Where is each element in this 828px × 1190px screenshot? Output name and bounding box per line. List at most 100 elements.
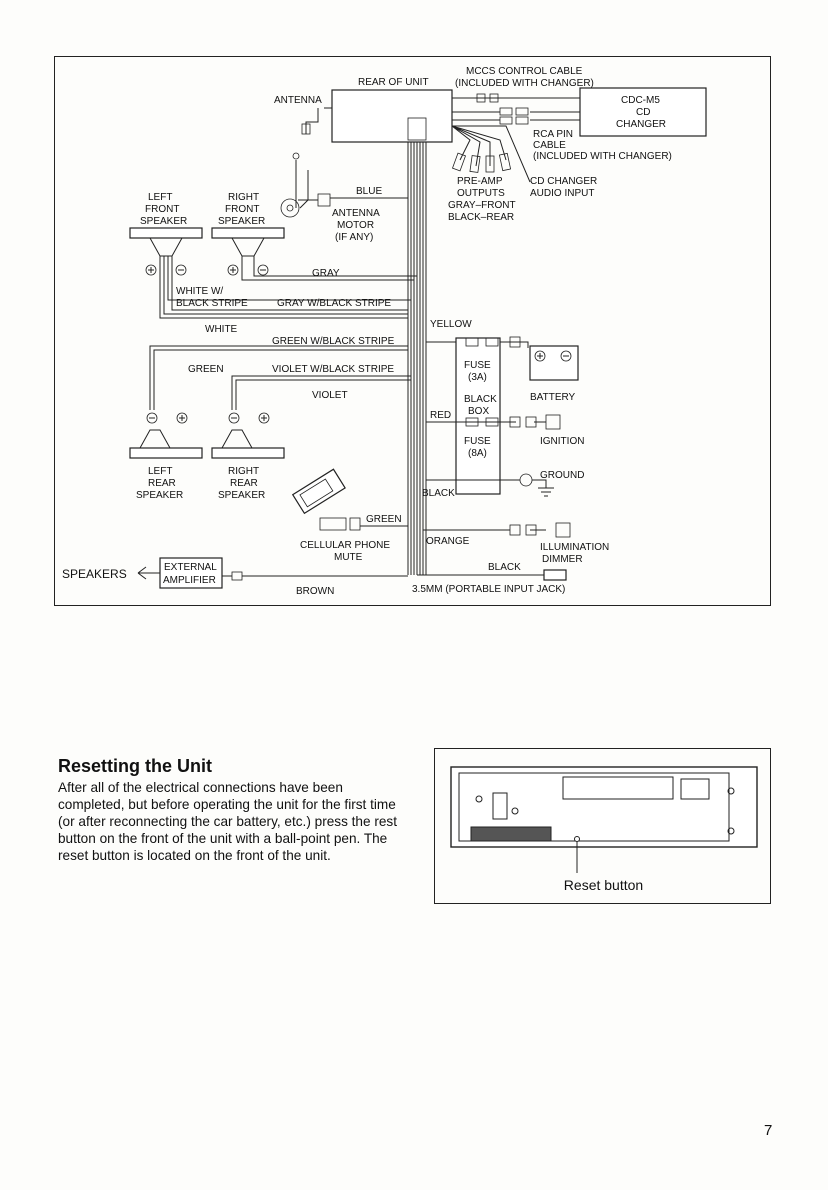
green-wires <box>149 345 408 410</box>
phone-label-2: MUTE <box>334 552 363 563</box>
lfs-label-2: FRONT <box>145 204 179 215</box>
illum-label-1: ILLUMINATION <box>540 542 609 553</box>
reset-button[interactable] <box>574 836 580 842</box>
preamp-plug-3 <box>485 155 495 173</box>
reset-figure: Reset button <box>434 748 771 904</box>
violet-wires <box>231 375 411 410</box>
rear-of-unit-label: REAR OF UNIT <box>358 77 429 88</box>
fuse1-label-2: (3A) <box>468 372 487 383</box>
fuse-8a <box>465 417 479 427</box>
front-panel-drawing <box>450 766 758 873</box>
preamp-label-2: OUTPUTS <box>457 188 505 199</box>
cdc-changer-label: CHANGER <box>616 119 666 130</box>
rfs-label-1: RIGHT <box>228 192 259 203</box>
right-front-speaker-icon <box>211 227 285 239</box>
yellow-label: YELLOW <box>430 319 472 330</box>
reset-section: Resetting the Unit After all of the elec… <box>58 756 403 864</box>
cd-audio-label-1: CD CHANGER <box>530 176 597 187</box>
white-label: WHITE <box>205 324 238 335</box>
head-unit <box>331 89 453 143</box>
black-label: BLACK <box>422 488 455 499</box>
battery-lead <box>520 341 529 348</box>
red-label: RED <box>430 410 451 421</box>
illumination-socket <box>525 524 537 536</box>
fuse2-label-2: (8A) <box>468 448 487 459</box>
lrs-label-2: REAR <box>148 478 176 489</box>
green-w-black-label: GREEN W/BLACK STRIPE <box>272 336 395 347</box>
rfs-label-3: SPEAKER <box>218 216 265 227</box>
fuse-3a-holder <box>485 337 499 347</box>
motor-label-3: (IF ANY) <box>335 232 373 243</box>
left-rear-cone <box>139 429 171 449</box>
rca-plug-1 <box>499 107 513 116</box>
ground-label: GROUND <box>540 470 584 481</box>
black-box-label-2: BOX <box>468 406 489 417</box>
black-box-label-1: BLACK <box>464 394 497 405</box>
left-front-cone <box>149 237 183 257</box>
motor-hub <box>286 204 294 212</box>
cd-audio-label-2: AUDIO INPUT <box>530 188 594 199</box>
lf-plus-terminal <box>145 264 157 276</box>
left-rear-speaker-icon <box>129 447 203 459</box>
battery-minus <box>560 350 572 362</box>
rca-label-3: (INCLUDED WITH CHANGER) <box>533 151 672 162</box>
mccs-label-1: MCCS CONTROL CABLE <box>466 66 583 77</box>
fuse1-label-1: FUSE <box>464 360 491 371</box>
lrs-label-1: LEFT <box>148 466 172 477</box>
ground-icon <box>538 487 554 497</box>
right-rear-cone <box>221 429 253 449</box>
white-w-label-1: WHITE W/ <box>176 286 223 297</box>
lr-plus-terminal <box>176 412 188 424</box>
ignition-icon <box>545 414 561 430</box>
battery-label: BATTERY <box>530 392 576 403</box>
wire-harness <box>407 142 427 575</box>
front-polarity-marks <box>148 267 266 273</box>
black-jack-label: BLACK <box>488 562 521 573</box>
right-front-cone <box>231 237 265 257</box>
motor-label-2: MOTOR <box>337 220 374 231</box>
cd-slot <box>562 776 674 800</box>
front-left-wires <box>159 256 411 319</box>
orange-label: ORANGE <box>426 536 470 547</box>
lf-minus-terminal <box>175 264 187 276</box>
phone-label-1: CELLULAR PHONE <box>300 540 390 551</box>
rr-minus-terminal <box>228 412 240 424</box>
mast-top <box>292 152 300 160</box>
antenna-lead <box>305 107 332 134</box>
rca-plug-4 <box>515 116 529 125</box>
white-w-label-2: BLACK STRIPE <box>176 298 248 309</box>
motor-mast <box>295 160 309 209</box>
rear-polarity-marks <box>149 415 267 421</box>
cdc-cd-label: CD <box>636 107 650 118</box>
phone-cradle <box>319 517 347 531</box>
antenna-plug <box>301 123 311 135</box>
rfs-label-2: FRONT <box>225 204 259 215</box>
reset-button-caption: Reset button <box>563 877 644 893</box>
ground-lug <box>519 473 533 487</box>
preamp-plug-2 <box>469 155 481 173</box>
preamp-plug-1 <box>451 152 467 172</box>
panel-screw-right-bottom <box>727 827 735 835</box>
page-number: 7 <box>764 1122 773 1139</box>
front-panel-inner <box>458 772 730 842</box>
right-rear-speaker-icon <box>211 447 285 459</box>
connector-strip <box>470 826 552 842</box>
violet-label: VIOLET <box>312 390 348 401</box>
ignition-socket <box>525 416 537 428</box>
gray-w-black-label: GRAY W/BLACK STRIPE <box>277 298 391 309</box>
fuse2-label-1: FUSE <box>464 436 491 447</box>
antenna-label: ANTENNA <box>274 95 322 106</box>
black-box <box>455 337 501 495</box>
lfs-label-1: LEFT <box>148 192 172 203</box>
phone-connector <box>349 517 361 531</box>
motor-label-1: ANTENNA <box>332 208 380 219</box>
ext-label-2: AMPLIFIER <box>163 575 216 586</box>
mccs-plug-1 <box>476 93 486 103</box>
battery-polarity <box>537 353 569 359</box>
gray-label: GRAY <box>312 268 340 279</box>
jack-label: 3.5MM (PORTABLE INPUT JACK) <box>412 584 565 595</box>
battery-icon <box>529 345 579 381</box>
preamp-leads <box>451 125 531 183</box>
ext-label-1: EXTERNAL <box>164 562 217 573</box>
mccs-label-2: (INCLUDED WITH CHANGER) <box>455 78 594 89</box>
